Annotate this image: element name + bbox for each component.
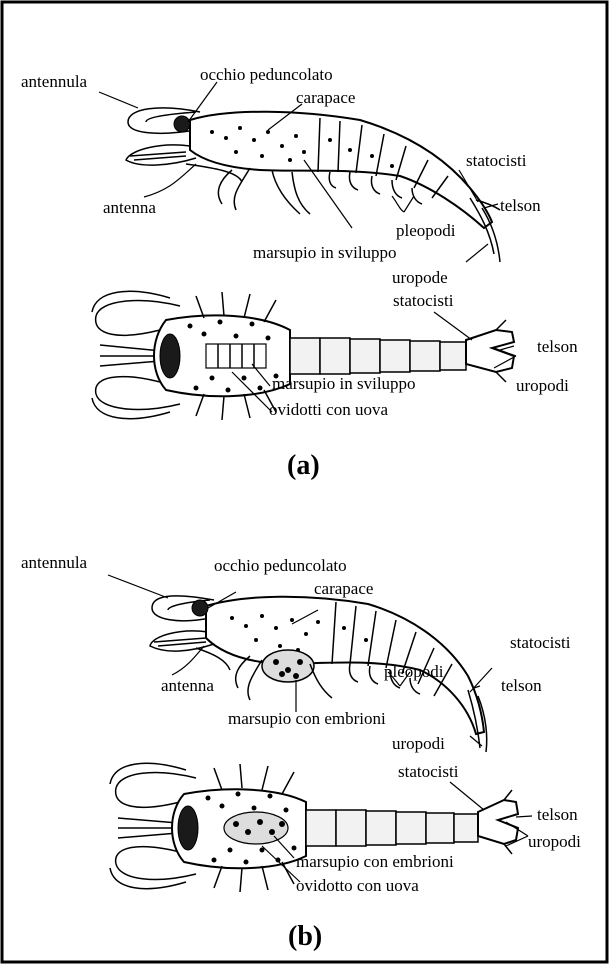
panel-label-a: (a) [287,450,320,481]
label-carapace-b: carapace [314,579,373,598]
label-telson-top-a: telson [537,337,578,356]
label-marsupio-b: marsupio con embrioni [228,709,386,728]
panel-label-b: (b) [288,921,322,952]
label-carapace-a: carapace [296,88,355,107]
label-statocisti-a: statocisti [466,151,527,170]
label-ovidotti-top-a: ovidotti con uova [269,400,388,419]
label-pleopodi-a: pleopodi [396,221,456,240]
label-marsupio-a: marsupio in sviluppo [253,243,397,262]
label-occhio-peduncolato-b: occhio peduncolato [214,556,347,575]
label-antenna-b: antenna [161,676,214,695]
label-pleopodi-b: pleopodi [384,662,444,681]
label-occhio-peduncolato-a: occhio peduncolato [200,65,333,84]
label-uropode-a: uropode [392,268,448,287]
label-statocisti-top-a: statocisti [393,291,454,310]
label-marsupio-top-b: marsupio con embrioni [296,852,454,871]
label-statocisti-b: statocisti [510,633,571,652]
label-antennula-a: antennula [21,72,88,91]
label-antennula-b: antennula [21,553,88,572]
label-telson-b: telson [501,676,542,695]
label-statocisti-top-b: statocisti [398,762,459,781]
label-uropodi-b: uropodi [392,734,445,753]
label-ovidotto-top-b: ovidotto con uova [296,876,419,895]
label-telson-top-b: telson [537,805,578,824]
label-telson-a: telson [500,196,541,215]
label-marsupio-top-a: marsupio in sviluppo [272,374,416,393]
label-uropodi-top-b: uropodi [528,832,581,851]
label-uropodi-top-a: uropodi [516,376,569,395]
label-antenna-a: antenna [103,198,156,217]
